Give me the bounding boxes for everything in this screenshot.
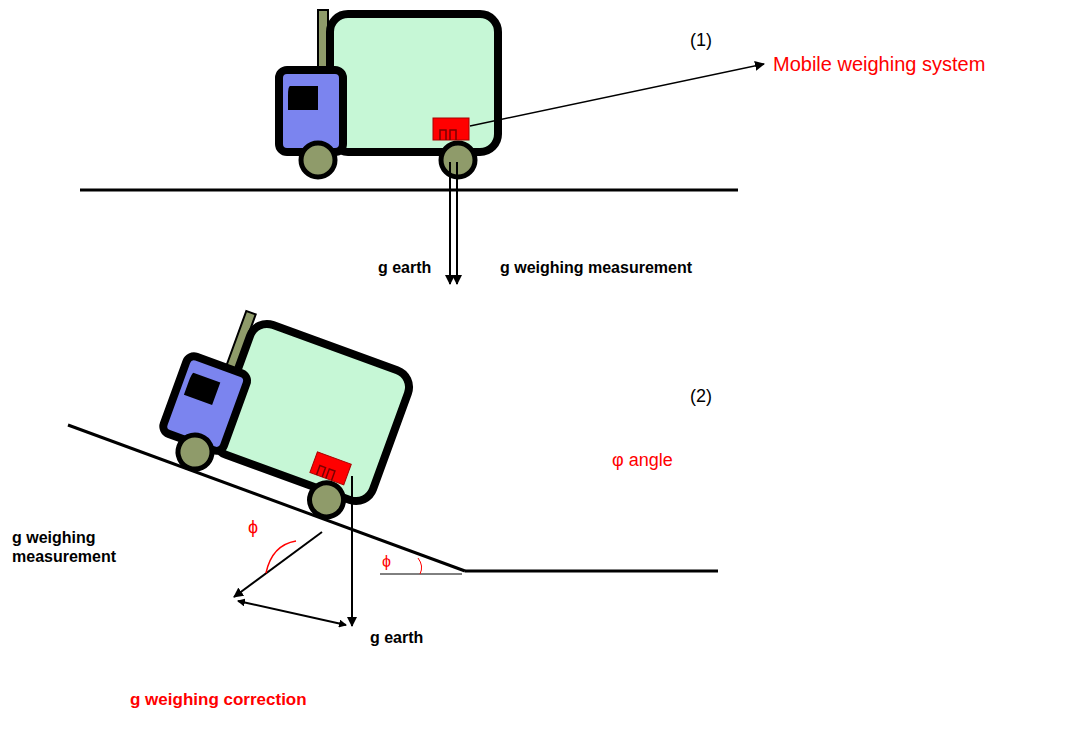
vector-label: g weighing measurement <box>12 528 142 566</box>
ground-line <box>80 189 738 192</box>
g-earth-vector <box>351 476 353 626</box>
reference-line <box>380 574 462 575</box>
angle-arc <box>266 541 296 573</box>
leader-line <box>470 64 764 126</box>
g-measurement-vector <box>234 532 322 597</box>
vector-label: g earth <box>378 258 431 277</box>
system-label: Mobile weighing system <box>773 52 985 76</box>
g-measurement-vector <box>456 162 458 284</box>
angle-label: φ angle <box>612 450 673 472</box>
g-correction-vector <box>238 601 346 625</box>
correction-label: g weighing correction <box>130 690 307 710</box>
callout-number: (2) <box>690 386 712 408</box>
callout-number: (1) <box>690 30 712 52</box>
ground-line <box>465 570 718 573</box>
vector-label: g weighing measurement <box>500 258 692 277</box>
g-earth-vector <box>449 162 451 284</box>
vector-label: g earth <box>370 628 423 647</box>
truck-tilted <box>153 298 416 530</box>
angle-symbol: ϕ <box>382 552 391 571</box>
angle-symbol: ϕ <box>248 517 258 539</box>
angle-arc <box>418 558 422 574</box>
truck-level <box>279 10 498 177</box>
